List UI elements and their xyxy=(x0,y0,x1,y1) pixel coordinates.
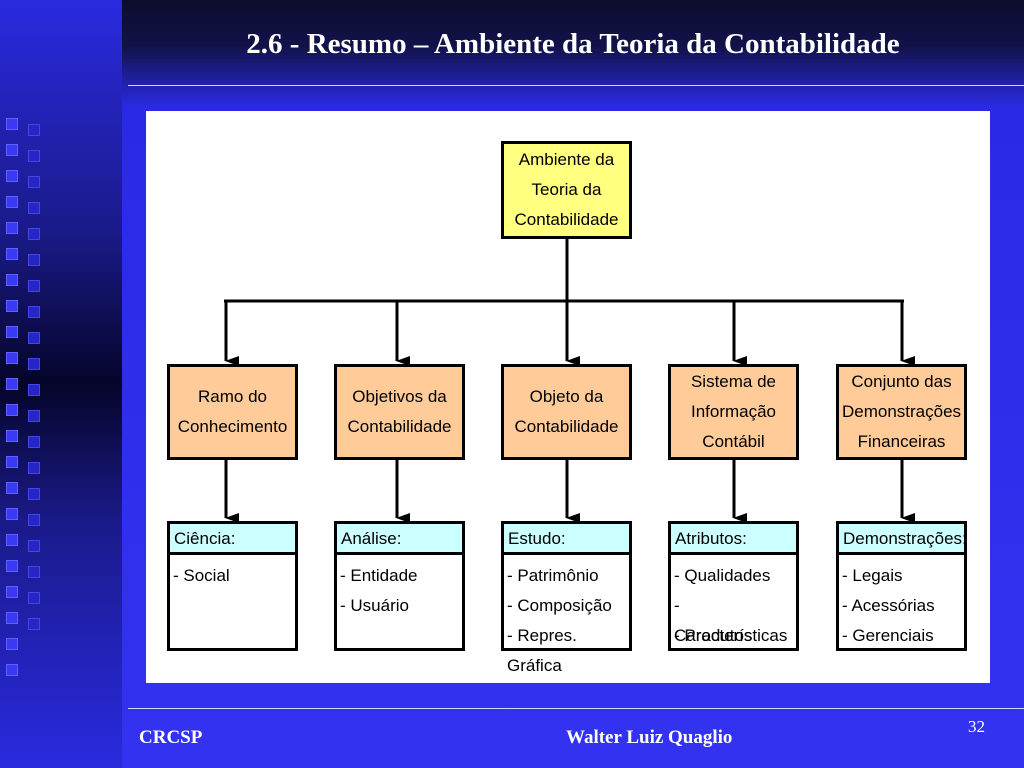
detail-title: Demonstrações: xyxy=(839,524,967,555)
detail-item: - Composição xyxy=(507,596,612,615)
detail-item: - Características xyxy=(674,596,788,645)
diagram-panel: Ambiente da Teoria da Contabilidade Ramo… xyxy=(146,111,990,683)
detail-title: Estudo: xyxy=(504,524,629,555)
branch-node-label: Objeto da Contabilidade xyxy=(514,387,619,436)
detail-item: - Entidade xyxy=(340,566,418,585)
detail-item: - Produtos xyxy=(674,626,753,645)
footer-organization: CRCSP xyxy=(139,727,203,748)
detail-item: - Repres. Gráfica xyxy=(507,626,577,675)
detail-item: - Usuário xyxy=(340,596,409,615)
detail-item: - Legais xyxy=(842,566,903,585)
root-node-label: Ambiente da Teoria da Contabilidade xyxy=(514,150,619,229)
detail-box-estudo: Estudo: - Patrimônio - Composição - Repr… xyxy=(501,521,632,675)
title-divider xyxy=(128,85,1024,86)
branch-node-label: Conjunto das Demonstrações Financeiras xyxy=(841,372,962,451)
detail-title: Ciência: xyxy=(170,524,295,555)
detail-item: - Social xyxy=(173,566,230,585)
branch-node-conjunto: Conjunto das Demonstrações Financeiras xyxy=(836,364,967,460)
branch-node-label: Ramo do Conhecimento xyxy=(177,387,288,436)
branch-node-label: Sistema de Informação Contábil xyxy=(690,372,777,451)
branch-node-objetivos: Objetivos da Contabilidade xyxy=(334,364,465,460)
branch-node-ramo: Ramo do Conhecimento xyxy=(167,364,298,460)
detail-item: - Acessórias xyxy=(842,596,935,615)
branch-node-objeto: Objeto da Contabilidade xyxy=(501,364,632,460)
slide-title: 2.6 - Resumo – Ambiente da Teoria da Con… xyxy=(246,28,900,60)
detail-title: Atributos: xyxy=(671,524,796,555)
decorative-squares xyxy=(6,118,30,690)
branch-node-sistema: Sistema de Informação Contábil xyxy=(668,364,799,460)
detail-box-analise: Análise: - Entidade - Usuário xyxy=(334,521,465,651)
footer-author: Walter Luiz Quaglio xyxy=(566,727,733,748)
root-node: Ambiente da Teoria da Contabilidade xyxy=(501,141,632,239)
detail-item: - Qualidades xyxy=(674,566,771,585)
detail-title: Análise: xyxy=(337,524,462,555)
left-decorative-strip xyxy=(0,0,122,768)
decorative-squares-secondary xyxy=(28,124,52,644)
detail-item: - Gerenciais xyxy=(842,626,934,645)
detail-box-ciencia: Ciência: - Social xyxy=(167,521,298,651)
page-number: 32 xyxy=(968,717,985,736)
detail-box-atributos: Atributos: - Qualidades - Característica… xyxy=(668,521,799,651)
branch-node-label: Objetivos da Contabilidade xyxy=(347,387,452,436)
detail-box-demonstracoes: Demonstrações: - Legais - Acessórias - G… xyxy=(836,521,967,651)
connector-lines xyxy=(224,238,915,523)
detail-item: - Patrimônio xyxy=(507,566,599,585)
footer-divider xyxy=(128,708,1024,709)
